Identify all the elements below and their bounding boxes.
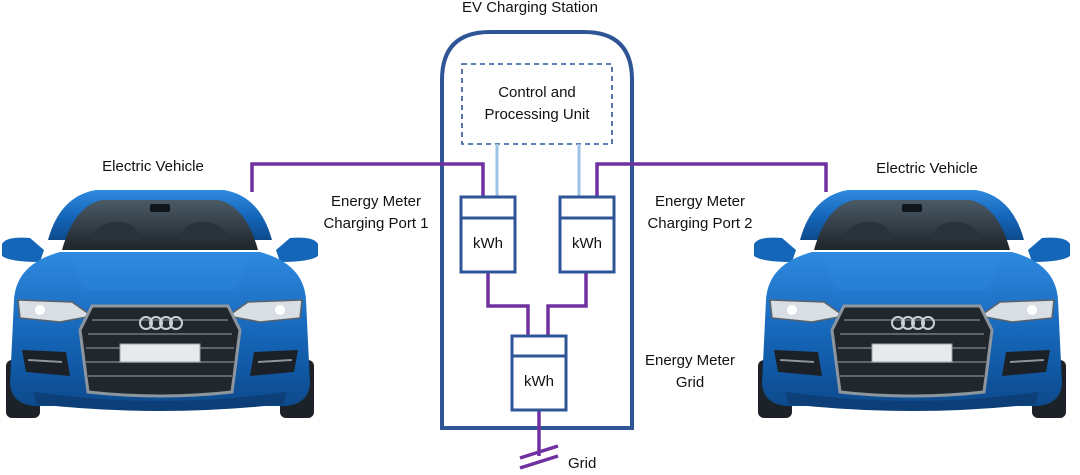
power-lines <box>250 162 828 470</box>
vehicle-left-label: Electric Vehicle <box>102 158 204 175</box>
signal-lines <box>495 144 581 197</box>
meter-grid-line1: Energy Meter <box>644 352 736 369</box>
meter-port1-label: Energy Meter Charging Port 1 <box>306 191 446 235</box>
electric-vehicle-left <box>0 188 320 420</box>
station-title: EV Charging Station <box>462 0 598 16</box>
meter-grid-line2: Grid <box>675 374 705 391</box>
vehicle-right-label: Electric Vehicle <box>876 160 978 177</box>
control-unit-line1: Control and <box>498 84 576 101</box>
meter-grid <box>510 334 568 412</box>
meter-port2-label: Energy Meter Charging Port 2 <box>630 191 770 235</box>
control-unit-box <box>461 63 613 145</box>
station-outline <box>440 30 634 430</box>
electric-vehicle-right <box>752 188 1072 420</box>
meter-port1-line2: Charging Port 1 <box>323 215 429 232</box>
meter-port1-line1: Energy Meter <box>330 193 422 210</box>
meter-grid-unit: kWh <box>524 373 554 390</box>
grid-label: Grid <box>568 455 597 472</box>
meter-port2-unit: kWh <box>572 235 602 252</box>
meter-port1 <box>459 195 517 274</box>
meter-port2-line1: Energy Meter <box>654 193 746 210</box>
meter-grid-label: Energy Meter Grid <box>620 350 760 394</box>
control-unit-label: Control and Processing Unit <box>462 82 612 126</box>
control-unit-line2: Processing Unit <box>484 106 590 123</box>
meter-port2-line2: Charging Port 2 <box>647 215 753 232</box>
meter-port1-unit: kWh <box>473 235 503 252</box>
meter-port2 <box>558 195 616 274</box>
